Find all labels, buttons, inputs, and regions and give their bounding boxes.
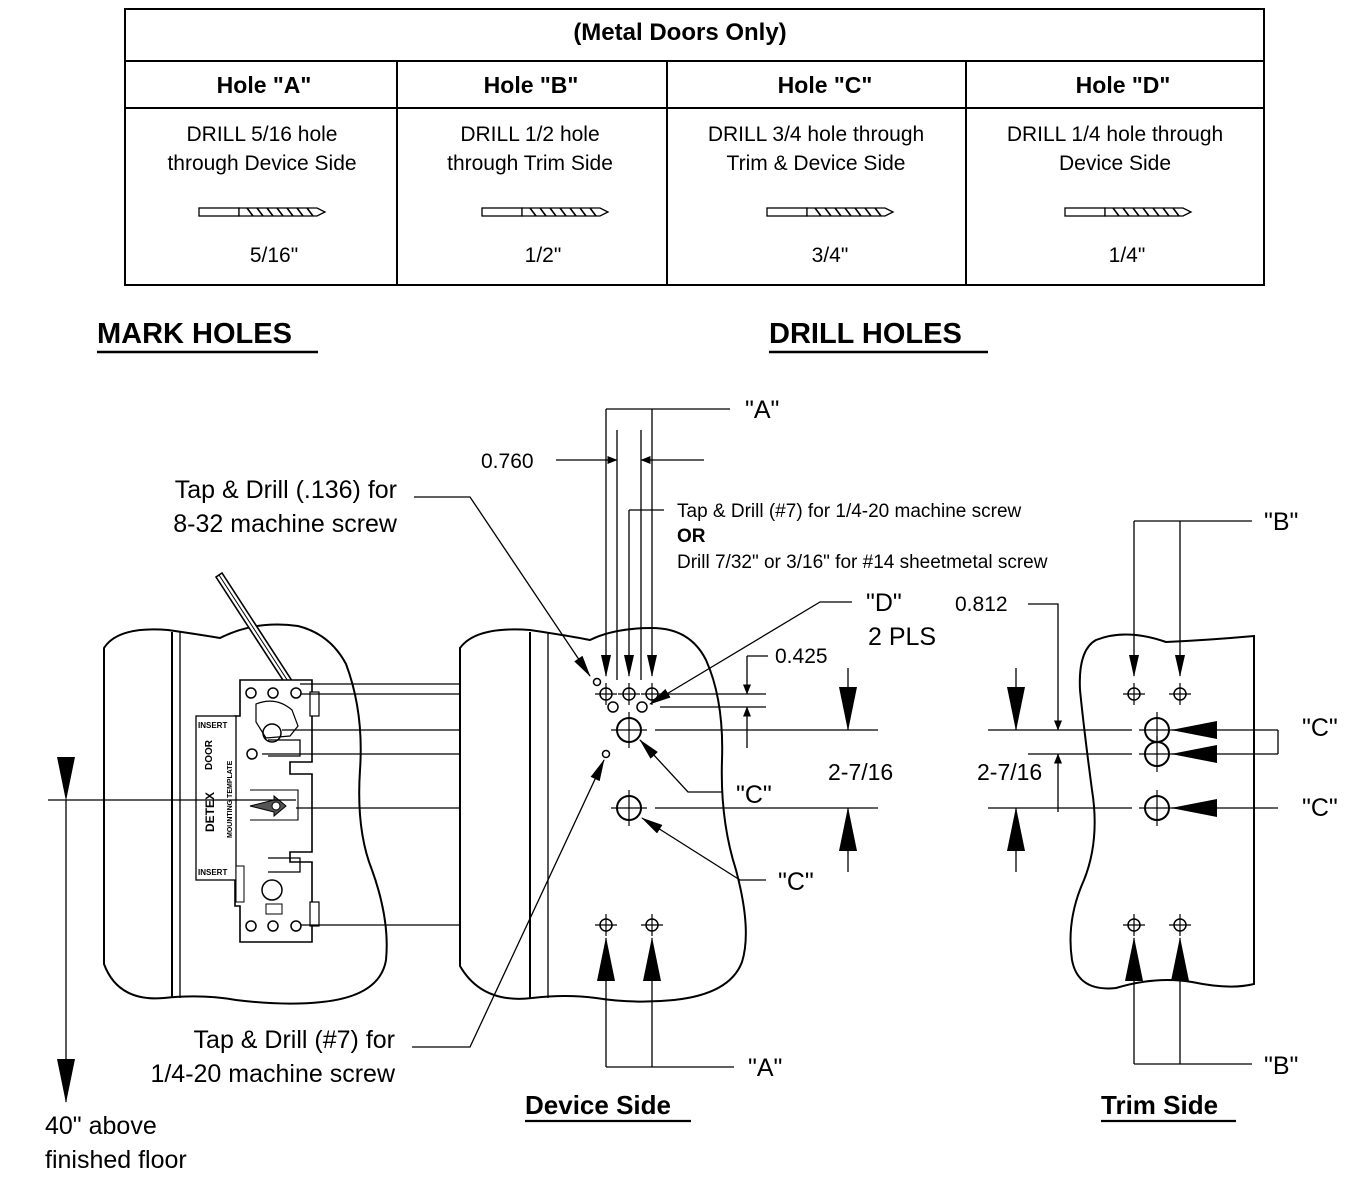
template-door-label: DOOR (204, 739, 215, 770)
dim-0760-label: 0.760 (481, 450, 534, 473)
tap-drill-136-line2: 8-32 machine screw (173, 510, 398, 538)
drill-bit-icon (1064, 207, 1192, 217)
tap-drill-7-hole (601, 749, 611, 759)
table-size-c: 3/4" (812, 244, 849, 267)
dim-0812-label: 0.812 (955, 593, 1008, 616)
hole-b-top-label: "B" (1264, 508, 1298, 536)
hole-a-top-label: "A" (745, 396, 779, 424)
table-header-d: Hole "D" (1076, 72, 1171, 98)
table-desc-d-line2: Device Side (1059, 152, 1171, 175)
tap-drill-136-hole (592, 677, 602, 687)
drill-bit-icon (766, 207, 894, 217)
hole-d (636, 701, 648, 713)
dim-0760 (556, 430, 704, 680)
dim-0425 (660, 655, 768, 748)
hole-d-count: 2 PLS (868, 623, 936, 651)
hole-a-bottom-leader (597, 937, 734, 1068)
hole-b-top-leader (1129, 520, 1252, 677)
dim-2716-trim-label: 2-7/16 (977, 759, 1042, 785)
tap7-note-or: OR (677, 526, 706, 547)
table-desc-b-line1: DRILL 1/2 hole (460, 123, 599, 146)
table-header-c: Hole "C" (778, 72, 873, 98)
door-edge-device-side (459, 626, 747, 1003)
hole-c-trim-label-2: "C" (1302, 794, 1338, 822)
hole-a-bottom-label: "A" (748, 1054, 782, 1082)
mark-holes-heading: MARK HOLES (97, 318, 292, 350)
hole-d (607, 701, 619, 713)
table-desc-c-line1: DRILL 3/4 hole through (708, 123, 924, 146)
hole-c-trim-leader (1171, 721, 1279, 817)
table-desc-a-line2: through Device Side (167, 152, 356, 175)
floor-height-dimension (48, 757, 296, 1103)
table-size-d: 1/4" (1109, 244, 1146, 267)
tap7-label-line1: Tap & Drill (#7) for (194, 1026, 395, 1054)
tap7-note-line2: Drill 7/32" or 3/16" for #14 sheetmetal … (677, 552, 1048, 573)
trim-side-caption: Trim Side (1101, 1090, 1218, 1120)
drill-bit-icon (481, 207, 609, 217)
drill-bit-icon (198, 207, 326, 217)
template-insert-label: INSERT (198, 868, 227, 877)
template-mounting-label: MOUNTING TEMPLATE (227, 760, 234, 838)
table-desc-a-line1: DRILL 5/16 hole (187, 123, 338, 146)
hole-b-bottom-label: "B" (1264, 1052, 1298, 1080)
hole-c-device-label-1: "C" (736, 781, 772, 809)
hole-d-label: "D" (866, 589, 902, 617)
dim-2716-trim (988, 668, 1132, 872)
hole-b-bottom-leader (1125, 937, 1252, 1065)
device-side-caption: Device Side (525, 1090, 671, 1120)
table-header-a: Hole "A" (217, 72, 312, 98)
tap7-note-line1: Tap & Drill (#7) for 1/4-20 machine scre… (677, 501, 1022, 522)
dim-2716-device (655, 668, 878, 872)
hole-c-device-label-2: "C" (778, 868, 814, 896)
tap-drill-136-line1: Tap & Drill (.136) for (175, 476, 397, 504)
hole-a-top-leader (601, 408, 730, 677)
floor-height-label-line1: 40" above (45, 1112, 157, 1140)
table-desc-b-line2: through Trim Side (447, 152, 613, 175)
template-insert-label: INSERT (198, 721, 227, 730)
table-size-a: 5/16" (250, 244, 298, 267)
hole-c-trim-label-1: "C" (1302, 714, 1338, 742)
hole-size-table: (Metal Doors Only) Hole "A" Hole "B" Hol… (124, 8, 1265, 286)
template-brand-logo: DETEX (203, 792, 217, 832)
table-title: (Metal Doors Only) (573, 19, 786, 46)
dim-0425-label: 0.425 (775, 645, 828, 668)
tap7-label-line2: 1/4-20 machine screw (150, 1060, 396, 1088)
dim-2716-device-label: 2-7/16 (828, 759, 893, 785)
floor-height-label-line2: finished floor (45, 1146, 187, 1174)
table-header-b: Hole "B" (484, 72, 579, 98)
drill-holes-heading: DRILL HOLES (769, 318, 962, 350)
table-desc-d-line1: DRILL 1/4 hole through (1007, 123, 1223, 146)
table-size-b: 1/2" (525, 244, 562, 267)
table-desc-c-line2: Trim & Device Side (727, 152, 906, 175)
